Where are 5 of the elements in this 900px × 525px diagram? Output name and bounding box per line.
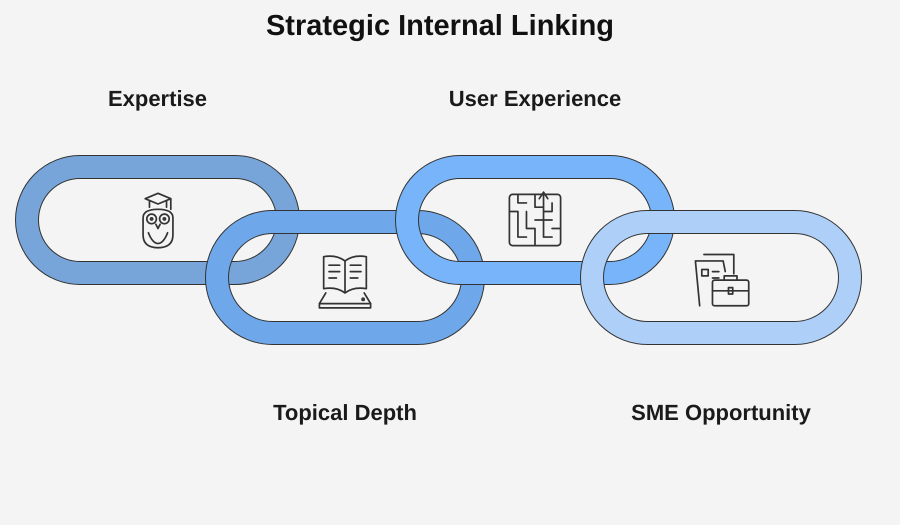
link-heading: SME Opportunity: [631, 400, 811, 426]
link-heading: User Experience: [448, 86, 622, 112]
title: Strategic Internal Linking: [266, 10, 614, 42]
link-heading: Topical Depth: [273, 400, 417, 426]
link-heading: Expertise: [108, 86, 208, 112]
